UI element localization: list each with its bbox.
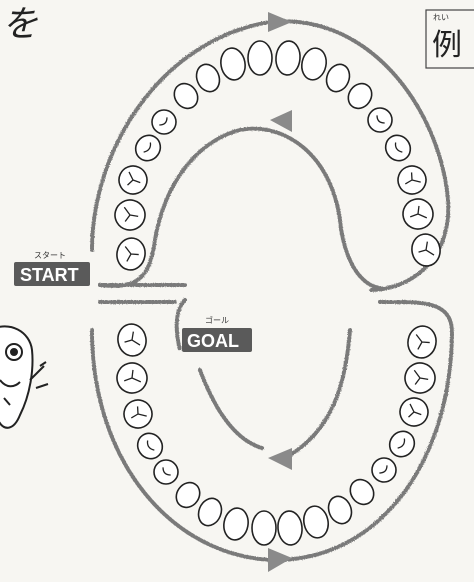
tooth-icon	[277, 510, 304, 546]
tooth-icon	[195, 495, 226, 529]
start-ruby: スタート	[34, 251, 66, 260]
tooth-icon	[385, 426, 420, 461]
tooth-icon	[119, 395, 156, 432]
tooth-icon	[131, 130, 166, 165]
tooth-icon	[301, 504, 331, 540]
tooth-icon	[405, 324, 438, 360]
arrowhead-icon	[268, 548, 292, 572]
tooth-icon	[395, 393, 432, 430]
tooth-icon	[114, 236, 147, 272]
tooth-icon	[170, 79, 203, 113]
tooth-icon	[252, 511, 276, 545]
start-label: START	[20, 265, 79, 285]
tooth-icon	[367, 453, 401, 487]
tooth-icon	[133, 428, 168, 463]
tooth-icon	[299, 46, 329, 82]
tooth-icon	[115, 322, 148, 358]
example-box: れい 例	[426, 10, 474, 68]
arrowhead-icon	[268, 12, 292, 32]
tooth-icon	[248, 41, 272, 75]
tooth-icon	[409, 232, 442, 268]
tooth-icon	[325, 493, 356, 527]
heading-fragment: を	[2, 4, 38, 45]
tooth-icon	[275, 40, 302, 76]
tooth-icon	[381, 130, 416, 165]
tooth-icon	[114, 161, 151, 198]
tooth-icon	[193, 61, 224, 95]
start-marker: スタート START	[14, 251, 90, 286]
tooth-icon	[221, 506, 250, 542]
goal-label: GOAL	[187, 331, 239, 351]
tooth-icon	[402, 360, 439, 397]
tooth-mascot-icon	[0, 326, 48, 427]
tooth-icon	[112, 197, 149, 234]
goal-ruby: ゴール	[205, 315, 229, 325]
goal-marker: ゴール GOAL	[182, 315, 252, 352]
arrowhead-icon	[268, 448, 292, 470]
tooth-icon	[323, 61, 354, 95]
example-label: 例	[432, 28, 462, 63]
tooth-icon	[147, 105, 181, 139]
arrowhead-icon	[270, 110, 292, 132]
tooth-icon	[363, 103, 397, 137]
example-ruby: れい	[433, 13, 449, 22]
tooth-icon	[344, 79, 377, 113]
tooth-icon	[149, 455, 183, 489]
tooth-icon	[393, 161, 430, 198]
tooth-icon	[346, 475, 379, 509]
tooth-icon	[400, 196, 437, 233]
tooth-icon	[114, 360, 151, 397]
tooth-icon	[218, 46, 247, 82]
